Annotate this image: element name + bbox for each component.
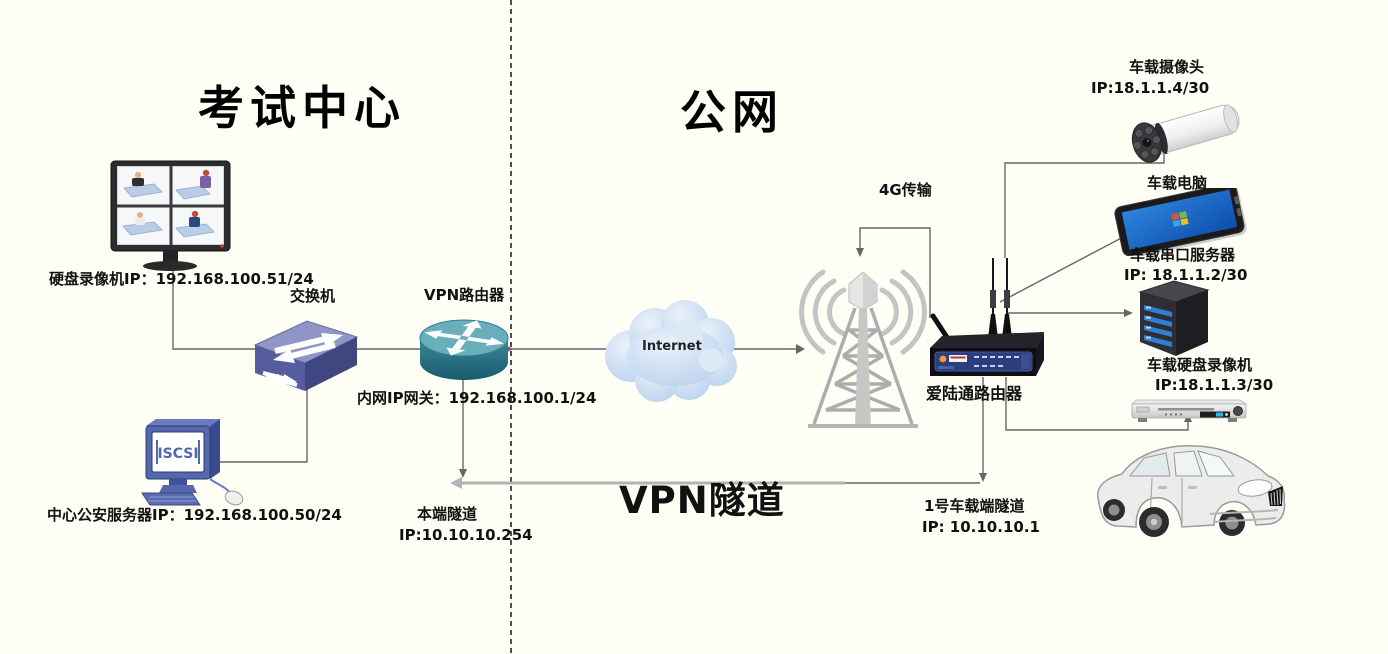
car-icon: [1097, 445, 1286, 537]
vpn-router-node[interactable]: [416, 312, 512, 388]
vehicle-dvr-label: 车载硬盘录像机: [1147, 356, 1253, 374]
server-drive-slots: [1144, 305, 1172, 347]
section-title-public-network: 公网: [680, 85, 784, 139]
vehicle-tunnel-ip-label: IP: 10.10.10.1: [922, 518, 1040, 536]
link-vrouter-vehicle-dvr: [1005, 377, 1189, 431]
gateway-label: 内网IP网关：192.168.100.1/24: [357, 389, 597, 407]
local-tunnel-label: 本端隧道: [417, 505, 478, 523]
switch-icon: [253, 320, 359, 391]
windows-logo-icon: [1171, 211, 1189, 228]
vpn-router-icon: [419, 319, 509, 380]
local-tunnel-ip-label: IP:10.10.10.254: [399, 526, 533, 544]
car-node[interactable]: [1090, 434, 1290, 546]
vehicle-dvr-node[interactable]: [1128, 392, 1254, 428]
vehicle-pc-node[interactable]: [1110, 188, 1256, 256]
cell-tower-icon: [799, 269, 927, 428]
section-title-exam-center: 考试中心: [198, 81, 406, 135]
vehicle-router-node[interactable]: [926, 248, 1048, 382]
switch-label: 交换机: [290, 287, 336, 305]
hdd-recorder-label: 硬盘录像机IP：192.168.100.51/24: [49, 270, 314, 288]
link-lan-main: [172, 263, 800, 350]
vehicle-camera-icon: [1131, 104, 1240, 163]
camera-ip-label: IP:18.1.1.4/30: [1091, 79, 1210, 97]
link-switch-police-server: [200, 388, 308, 463]
serial-server-label: 车载串口服务器: [1130, 246, 1236, 264]
cell-tower-node[interactable]: [798, 250, 930, 434]
link-4g-tower: [859, 227, 931, 318]
serial-server-icon: [1138, 280, 1210, 356]
police-server-label: 中心公安服务器IP：192.168.100.50/24: [47, 506, 342, 524]
vehicle-pc-icon: [1114, 188, 1247, 256]
vehicle-router-icon: [930, 258, 1044, 376]
vehicle-camera-node[interactable]: [1124, 94, 1250, 164]
camera-label: 车载摄像头: [1129, 58, 1205, 76]
police-server-icon: ISCSI: [141, 419, 244, 506]
vehicle-dvr-icon: [1131, 399, 1248, 422]
surveillance-monitor-node[interactable]: [110, 160, 234, 272]
switch-node[interactable]: [247, 317, 359, 393]
g4-link-label: 4G传输: [879, 181, 932, 199]
serial-server-node[interactable]: [1130, 278, 1216, 360]
surveillance-monitor-icon: [110, 160, 231, 271]
internet-cloud-icon: [605, 300, 737, 402]
vpn-tunnel-label: VPN隧道: [619, 479, 785, 522]
iscsi-screen-text: ISCSI: [157, 446, 198, 462]
link-vrouter-camera: [1004, 153, 1165, 258]
serial-server-ip-label: IP: 18.1.1.2/30: [1124, 266, 1248, 284]
vpn-router-label: VPN路由器: [424, 286, 505, 304]
vehicle-tunnel-label: 1号车载端隧道: [924, 497, 1025, 515]
vehicle-router-label: 爱陆通路由器: [926, 384, 1023, 403]
internet-label: Internet: [642, 339, 702, 354]
police-server-node[interactable]: ISCSI: [136, 416, 256, 508]
vehicle-pc-label: 车载电脑: [1147, 174, 1208, 192]
vehicle-dvr-ip-label: IP:18.1.1.3/30: [1155, 376, 1274, 394]
internet-cloud-node[interactable]: [593, 290, 751, 414]
